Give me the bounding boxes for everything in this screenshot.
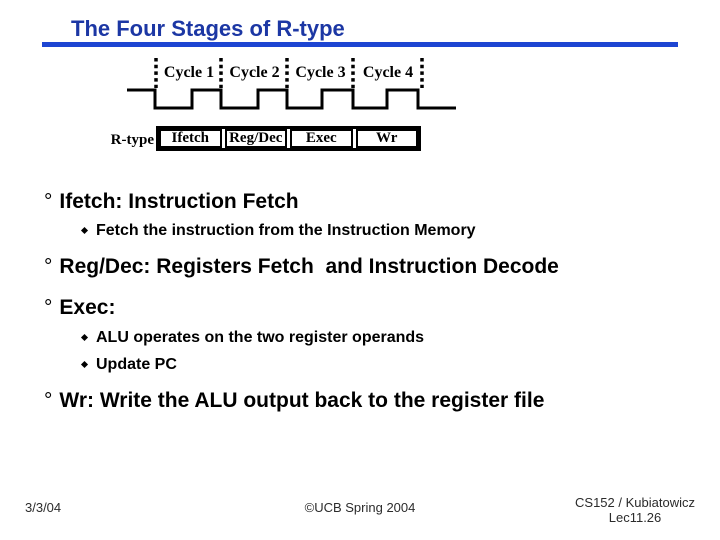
diamond-bullet-icon (80, 360, 89, 369)
cycle-boundary-lines (154, 58, 424, 88)
degree-bullet-icon: ° (44, 296, 53, 319)
clock-waveform-figure (127, 58, 456, 110)
bullet-text: Ifetch: Instruction Fetch (59, 190, 299, 213)
footer-copyright: ©UCB Spring 2004 (304, 500, 416, 515)
cycle-label-2: Cycle 2 (229, 64, 280, 81)
cycle-label-3: Cycle 3 (295, 64, 346, 81)
subbullet-alu-operates: ALU operates on the two register operand… (80, 329, 425, 346)
bullet-regdec: ° Reg/Dec: Registers Fetch and Instructi… (44, 256, 559, 277)
stage-box-exec: Exec (290, 129, 353, 148)
degree-bullet-icon: ° (44, 190, 53, 213)
footer-date: 3/3/04 (25, 500, 62, 515)
page-title: The Four Stages of R-type (71, 16, 345, 41)
stage-box-ifetch: Ifetch (159, 129, 222, 148)
footer-lecture-number: Lec11.26 (608, 510, 662, 525)
subbullet-text: ALU operates on the two register operand… (96, 329, 425, 346)
degree-bullet-icon: ° (44, 255, 53, 278)
stage-box-wr: Wr (355, 129, 418, 148)
subbullet-update-pc: Update PC (80, 356, 177, 373)
footer-course-block: CS152 / Kubiatowicz Lec11.26 (560, 495, 710, 525)
degree-bullet-icon: ° (44, 389, 53, 412)
clock-waveform (127, 88, 456, 110)
bullet-ifetch: ° Ifetch: Instruction Fetch (44, 191, 299, 212)
subbullet-text: Fetch the instruction from the Instructi… (96, 222, 476, 239)
footer-course-id: CS152 / Kubiatowicz (575, 495, 695, 510)
bullet-exec: ° Exec: (44, 297, 115, 318)
bullet-text: Exec: (59, 296, 116, 319)
title-underline (42, 42, 678, 47)
diamond-bullet-icon (80, 333, 89, 342)
stage-row: Ifetch Reg/Dec Exec Wr (156, 126, 421, 151)
stage-box-regdec: Reg/Dec (224, 129, 287, 148)
diamond-bullet-icon (80, 226, 89, 235)
subbullet-fetch-instruction: Fetch the instruction from the Instructi… (80, 222, 476, 239)
bullet-text: Wr: Write the ALU output back to the reg… (59, 389, 545, 412)
stage-row-label: R-type (110, 132, 154, 148)
bullet-wr: ° Wr: Write the ALU output back to the r… (44, 390, 544, 411)
subbullet-text: Update PC (96, 356, 177, 373)
cycle-label-1: Cycle 1 (163, 64, 215, 81)
bullet-text: Reg/Dec: Registers Fetch and Instruction… (59, 255, 559, 278)
cycle-label-4: Cycle 4 (362, 64, 414, 81)
